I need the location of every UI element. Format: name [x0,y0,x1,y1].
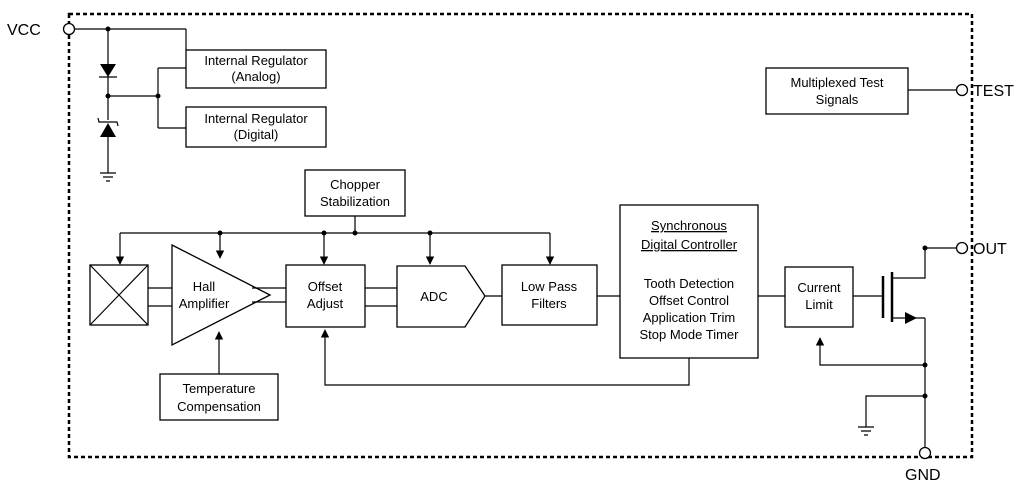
controller-item-application-trim: Application Trim [643,310,735,325]
chopper-line2: Stabilization [320,194,390,209]
vcc-network [75,26,187,182]
hall-amp-line2: Amplifier [179,296,230,311]
hall-to-amp-wires [148,287,172,307]
reg-analog-line1: Internal Regulator [204,53,308,68]
hall-amplifier: Hall Amplifier [171,243,272,347]
vcc-pin-circle [62,22,76,36]
vcc-label: VCC [7,22,41,39]
test-signals-line1: Multiplexed Test [791,75,884,90]
current-limit: Current Limit [784,266,854,328]
pin-test: TEST [955,83,1014,100]
offset-adjust-line1: Offset [308,279,343,294]
controller-item-offset-control: Offset Control [649,293,729,308]
pin-vcc: VCC [7,22,76,39]
chopper-stabilization: Chopper Stabilization [304,169,406,217]
offset-feedback-wire [320,329,690,386]
adc-block: ADC [396,265,486,328]
temperature-compensation: Temperature Compensation [159,373,279,421]
current-limit-line1: Current [797,280,841,295]
ground-symbol-icon [100,172,116,182]
test-signals-line2: Signals [816,92,859,107]
chopper-line1: Chopper [330,177,381,192]
gnd-label: GND [905,467,941,484]
diode-icon [100,64,116,77]
pin-gnd: GND [905,446,941,484]
current-limit-line2: Limit [805,297,833,312]
pin-out: OUT [955,241,1007,258]
controller-item-stop-mode-timer: Stop Mode Timer [640,327,740,342]
reg-digital-line2: (Digital) [234,127,279,142]
controller-item-tooth-detection: Tooth Detection [644,276,734,291]
mosfet-transistor-icon [881,245,956,324]
gnd-pin-circle [918,446,932,460]
temp-comp-line1: Temperature [183,381,256,396]
out-pin-circle [955,241,969,255]
reg-analog-line2: (Analog) [231,69,280,84]
test-pin-circle [955,83,969,97]
internal-regulator-analog: Internal Regulator (Analog) [185,49,327,89]
offset-to-adc-wires [365,287,397,307]
multiplexed-test-signals: Multiplexed Test Signals [765,67,909,115]
offset-adjust-line2: Adjust [307,296,344,311]
controller-title-line2: Digital Controller [641,237,738,252]
synchronous-digital-controller: Synchronous Digital Controller Tooth Det… [619,204,759,359]
low-pass-filters: Low Pass Filters [501,264,598,326]
package-boundary [67,12,974,459]
amp-to-offset-wires [252,287,286,303]
ground-rail [815,318,928,447]
controller-title-line1: Synchronous [651,218,727,233]
lpf-line2: Filters [531,296,567,311]
temp-comp-line2: Compensation [177,399,261,414]
hall-element-icon [89,264,149,326]
lpf-line1: Low Pass [521,279,578,294]
offset-adjust: Offset Adjust [285,264,366,328]
adc-label: ADC [420,289,447,304]
chopper-bus [115,216,555,265]
internal-regulator-digital: Internal Regulator (Digital) [185,106,327,148]
output-ground-symbol-icon [858,426,874,436]
hall-amp-line1: Hall [193,279,216,294]
out-label: OUT [973,241,1007,258]
test-label: TEST [973,83,1014,100]
zener-diode-icon [100,123,116,137]
reg-digital-line1: Internal Regulator [204,111,308,126]
